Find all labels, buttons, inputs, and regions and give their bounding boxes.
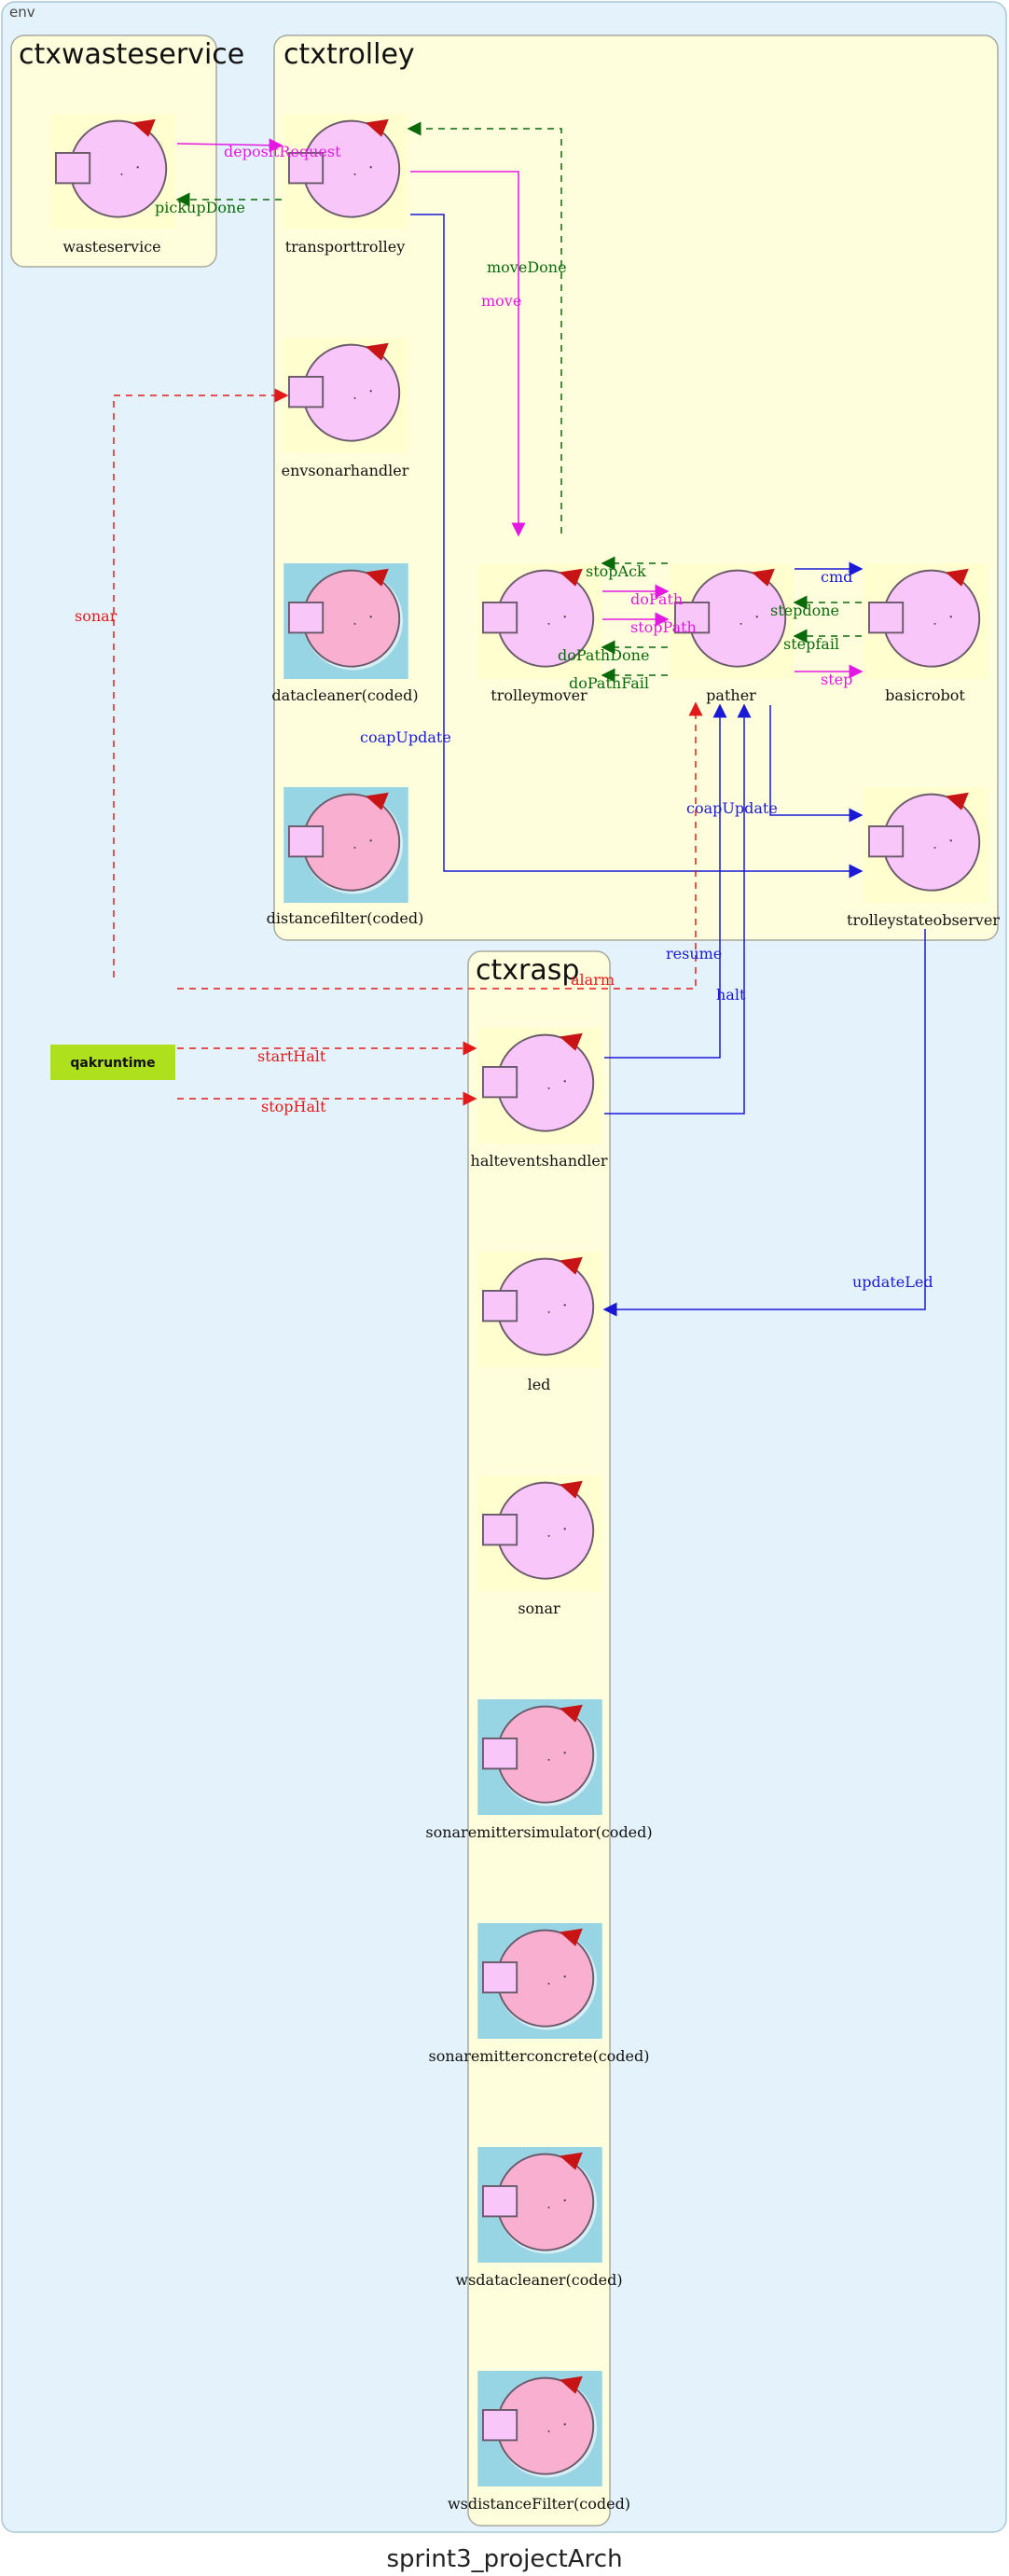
actor-label-trolleymover: trolleymover (491, 686, 587, 704)
actor-trolleystateobserver[interactable]: trolleystateobserver (847, 787, 1000, 929)
diagram-title: sprint3_projectArch (386, 2545, 622, 2573)
arrow-sonar: sonar (75, 388, 289, 977)
arrow-stopAck: stopAck (586, 556, 668, 580)
msg-label-coapUpdate-left: coapUpdate (360, 728, 451, 746)
qakruntime-label: qakruntime (70, 1056, 155, 1071)
actor-wsdistanceFilter[interactable]: wsdistanceFilter(coded) (448, 2371, 630, 2513)
arrow-pickupDone: pickupDone (155, 192, 282, 216)
context-title-ctxrasp: ctxrasp (476, 954, 579, 987)
arrow-depositRequest: depositRequest (176, 138, 341, 160)
qakruntime-node[interactable]: qakruntime (50, 1045, 175, 1080)
actor-label-wsdatacleaner: wsdatacleaner(coded) (455, 2271, 622, 2289)
msg-label-step: step (821, 671, 852, 688)
arrow-doPathDone: doPathDone (558, 640, 668, 664)
actor-halteventshandler[interactable]: halteventshandler (471, 1028, 608, 1170)
arrow-step: step (795, 664, 864, 688)
actor-wsdatacleaner[interactable]: wsdatacleaner(coded) (455, 2147, 623, 2289)
msg-label-updateLed: updateLed (852, 1273, 933, 1291)
msg-label-stepfail: stepfail (783, 635, 839, 653)
actor-sonar[interactable]: sonar (477, 1475, 602, 1617)
arrow-stopHalt: stopHalt (177, 1091, 477, 1115)
actor-distancefilter[interactable]: distancefilter(coded) (267, 787, 424, 927)
arrow-coapUpdate-transporttrolley: coapUpdate (360, 214, 864, 879)
actor-label-sonaremittersimulator: sonaremittersimulator(coded) (425, 1823, 652, 1841)
msg-label-doPathFail: doPathFail (569, 674, 649, 692)
arrow-doPathFail: doPathFail (569, 668, 668, 692)
actor-basicrobot[interactable]: basicrobot (864, 563, 988, 704)
arrow-stepdone: stepdone (770, 595, 862, 619)
msg-label-alarm: alarm (571, 971, 615, 989)
msg-label-halt: halt (716, 986, 746, 1004)
arrow-alarm: alarm (177, 701, 703, 990)
msg-label-startHalt: startHalt (257, 1047, 326, 1065)
actor-label-wsdistanceFilter: wsdistanceFilter(coded) (448, 2495, 630, 2513)
actor-label-datacleaner: datacleaner(coded) (271, 686, 418, 704)
arrow-updateLed: updateLed (602, 929, 933, 1317)
actor-label-trolleystateobserver: trolleystateobserver (847, 911, 1000, 929)
arrow-stepfail: stepfail (783, 629, 862, 653)
actor-label-distancefilter: distancefilter(coded) (267, 909, 424, 927)
actor-label-halteventshandler: halteventshandler (471, 1152, 608, 1170)
actor-transporttrolley[interactable]: transporttrolley (283, 114, 408, 256)
actor-label-sonar: sonar (518, 1600, 560, 1617)
actor-label-sonaremitterconcrete: sonaremitterconcrete(coded) (429, 2047, 650, 2065)
arrow-cmd: cmd (795, 561, 864, 586)
context-title-ctxtrolley: ctxtrolley (283, 38, 415, 71)
arrow-resume: resume (604, 703, 727, 1059)
actor-datacleaner[interactable]: datacleaner(coded) (271, 563, 419, 704)
arrow-coapUpdate-pather: coapUpdate (686, 705, 864, 823)
actor-sonaremittersimulator[interactable]: sonaremittersimulator(coded) (425, 1699, 653, 1841)
msg-label-cmd: cmd (821, 568, 852, 586)
msg-label-pickupDone: pickupDone (155, 199, 245, 216)
actor-label-basicrobot: basicrobot (885, 686, 965, 704)
msg-label-doPath: doPath (630, 590, 683, 608)
arrow-moveDone: moveDone (407, 121, 567, 533)
actor-label-envsonarhandler: envsonarhandler (282, 462, 409, 479)
actor-wasteservice[interactable]: wasteservice (50, 114, 175, 256)
msg-label-depositRequest: depositRequest (224, 143, 341, 160)
msg-label-stepdone: stepdone (770, 602, 839, 619)
msg-label-doPathDone: doPathDone (558, 646, 649, 664)
actor-envsonarhandler[interactable]: envsonarhandler (282, 338, 409, 479)
msg-label-resume: resume (666, 945, 722, 963)
msg-label-stopHalt: stopHalt (261, 1098, 326, 1115)
arrow-startHalt: startHalt (177, 1041, 477, 1065)
actor-led[interactable]: led (477, 1252, 602, 1393)
actor-label-transporttrolley: transporttrolley (285, 238, 406, 256)
msg-label-stopAck: stopAck (586, 562, 646, 580)
arrow-stopPath: stopPath (602, 612, 697, 636)
context-ctxtrolley (273, 35, 999, 941)
msg-label-sonar: sonar (75, 607, 117, 625)
actor-label-led: led (528, 1376, 551, 1393)
arrow-doPath: doPath (602, 584, 683, 608)
actor-label-pather: pather (706, 686, 756, 704)
arrow-move: move (410, 171, 526, 537)
msg-label-moveDone: moveDone (487, 258, 567, 276)
msg-label-move: move (481, 292, 521, 310)
msg-label-coapUpdate-mid: coapUpdate (686, 799, 778, 817)
env-label: env (9, 4, 35, 21)
msg-label-stopPath: stopPath (630, 618, 697, 636)
actor-label-wasteservice: wasteservice (62, 238, 160, 256)
actor-pather[interactable]: pather (670, 563, 795, 704)
arrow-halt: halt (604, 703, 752, 1115)
actor-trolleymover[interactable]: trolleymover (477, 563, 602, 704)
actor-sonaremitterconcrete[interactable]: sonaremitterconcrete(coded) (429, 1923, 650, 2065)
context-title-ctxwasteservice: ctxwasteservice (19, 38, 244, 71)
